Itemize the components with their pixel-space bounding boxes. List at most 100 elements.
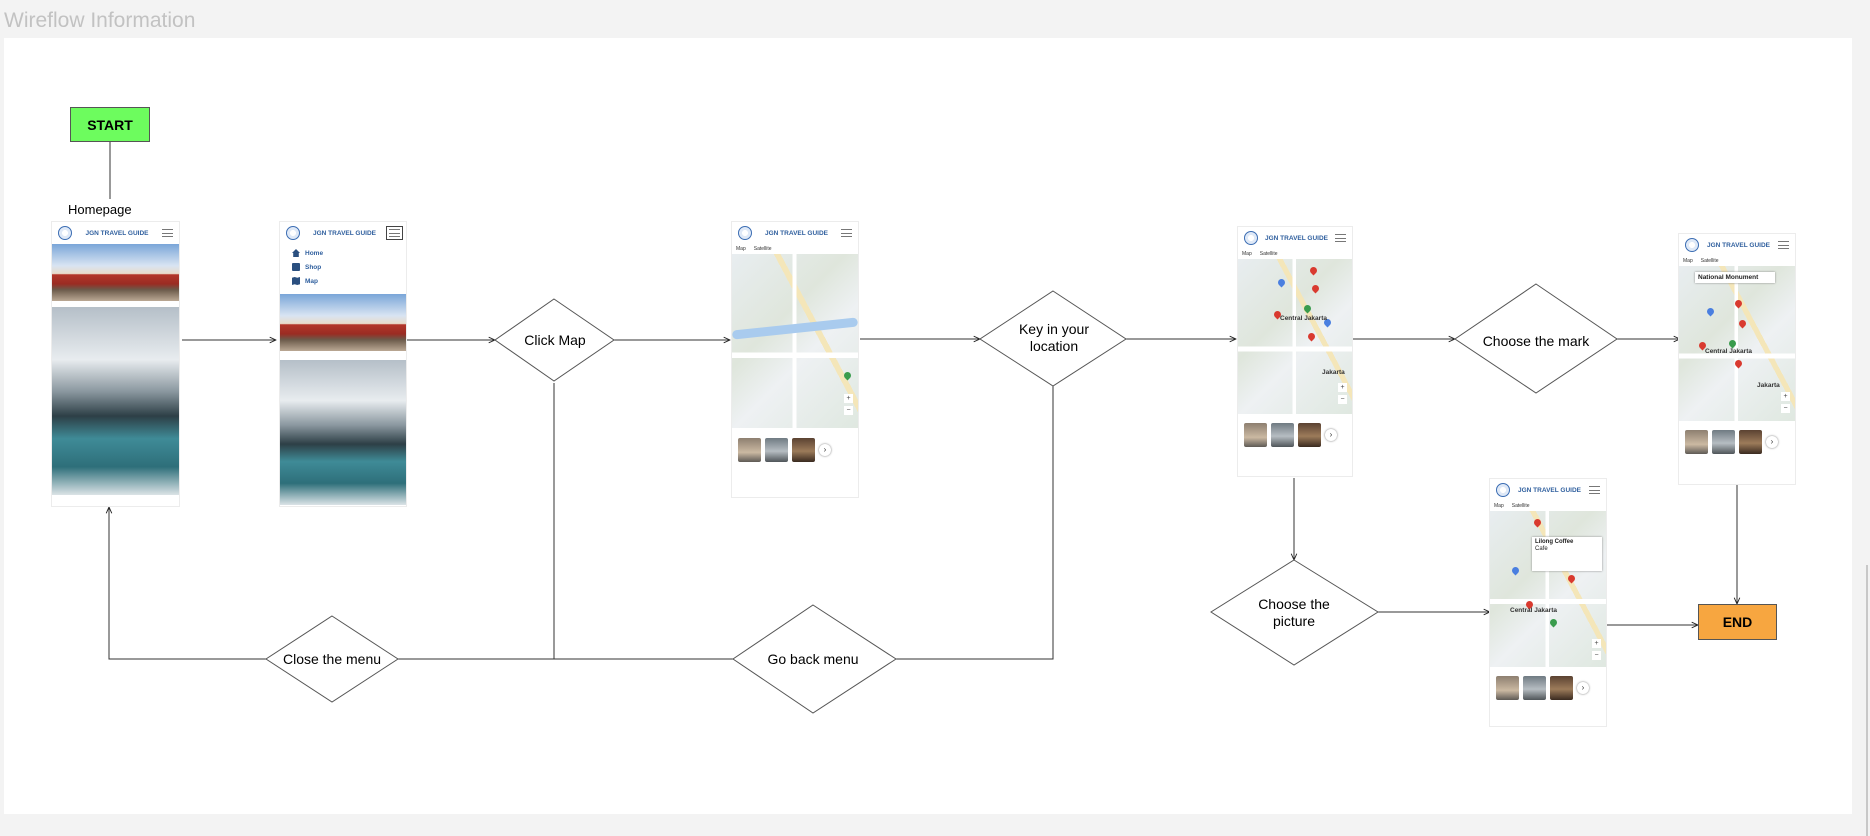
hamburger-menu-icon[interactable] [841,229,852,237]
choose-mark-label: Choose the mark [1482,332,1590,349]
map-pin-icon[interactable] [1532,517,1543,528]
diamond-go-back-menu [732,604,897,714]
card-type: Cafe [1535,546,1548,552]
place-thumbnail[interactable] [1244,423,1267,447]
globe-logo-icon [1685,238,1699,252]
tab-map[interactable]: Map [1494,503,1504,509]
hamburger-menu-icon[interactable] [162,229,173,237]
palace-photo [280,294,406,351]
homepage-label: Homepage [68,202,132,217]
place-thumbnails: › [1238,423,1352,447]
zoom-in-button[interactable]: + [1338,383,1347,392]
map-type-tabs: Map Satellite [732,244,858,254]
shop-icon [292,263,300,271]
map-type-tabs: Map Satellite [1490,501,1606,511]
map-view[interactable]: Map Satellite + − [732,244,858,428]
map-pin-icon[interactable] [1308,265,1319,276]
place-thumbnail[interactable] [765,438,788,462]
zoom-in-button[interactable]: + [1592,639,1601,648]
mountain-lake-photo [280,360,406,505]
map-pin-icon[interactable] [1737,318,1748,329]
globe-logo-icon [1244,231,1258,245]
menu-item-map[interactable]: Map [292,274,406,288]
map-pin-icon[interactable] [1302,303,1313,314]
map-type-tabs: Map Satellite [1679,256,1795,266]
tab-map[interactable]: Map [736,246,746,252]
zoom-out-button[interactable]: − [1592,651,1601,660]
hamburger-menu-icon[interactable] [1589,486,1600,494]
place-thumbnail[interactable] [1496,676,1519,700]
map-pin-icon[interactable] [1306,331,1317,342]
place-thumbnails: › [1679,430,1795,454]
menu-item-label: Home [305,249,324,257]
screen-menu-open: JGN TRAVEL GUIDE Home Shop Map [280,222,406,506]
tab-satellite[interactable]: Satellite [1511,503,1530,509]
map-pin-icon[interactable] [1548,617,1559,628]
map-pin-icon[interactable] [1276,277,1287,288]
place-thumbnail[interactable] [1685,430,1708,454]
hamburger-menu-icon[interactable] [1335,234,1346,242]
globe-logo-icon [1496,483,1510,497]
map-pin-icon[interactable] [1733,358,1744,369]
tab-satellite[interactable]: Satellite [1700,258,1719,264]
map-pin-icon[interactable] [1310,283,1321,294]
nav-menu: Home Shop Map [280,244,406,294]
map-view[interactable]: Map Satellite National Monument Central … [1679,256,1795,421]
map-pin-icon[interactable] [1705,306,1716,317]
menu-item-label: Shop [305,263,322,271]
tab-satellite[interactable]: Satellite [753,246,772,252]
map-pin-icon[interactable] [1733,298,1744,309]
zoom-in-button[interactable]: + [844,394,853,403]
place-thumbnail[interactable] [1271,423,1294,447]
end-node: END [1698,604,1777,640]
place-thumbnail[interactable] [738,438,761,462]
click-map-label: Click Map [524,331,586,348]
screen-mark-selected: JGN TRAVEL GUIDE Map Satellite National … [1679,234,1795,484]
popup-title: National Monument [1698,274,1759,281]
edge-closemenu-homepage [109,507,266,660]
tab-map[interactable]: Map [1242,251,1252,257]
place-thumbnail[interactable] [1523,676,1546,700]
area-label: Central Jakarta [1705,348,1752,355]
globe-logo-icon [738,226,752,240]
zoom-out-button[interactable]: − [1338,395,1347,404]
map-pin-icon[interactable] [1727,338,1738,349]
menu-item-label: Map [305,277,318,285]
map-view[interactable]: Map Satellite Lilong Coffee Cafe Central… [1490,501,1606,667]
zoom-out-button[interactable]: − [1781,404,1790,413]
brand-title: JGN TRAVEL GUIDE [313,229,376,237]
screen-map: JGN TRAVEL GUIDE Map Satellite + − › [732,222,858,497]
map-icon [292,277,300,285]
place-thumbnail[interactable] [1712,430,1735,454]
menu-item-shop[interactable]: Shop [292,260,406,274]
zoom-out-button[interactable]: − [844,406,853,415]
tab-map[interactable]: Map [1683,258,1693,264]
palace-photo [52,244,179,301]
pegman-icon[interactable] [842,370,853,381]
app-header: JGN TRAVEL GUIDE [1238,227,1352,249]
map-pin-icon[interactable] [1510,565,1521,576]
chevron-right-icon[interactable]: › [1577,682,1589,694]
place-info-popup[interactable]: National Monument [1695,272,1775,283]
chevron-right-icon[interactable]: › [819,444,831,456]
zoom-in-button[interactable]: + [1781,392,1790,401]
tab-satellite[interactable]: Satellite [1259,251,1278,257]
place-info-card[interactable]: Lilong Coffee Cafe [1532,537,1602,571]
hamburger-menu-icon[interactable] [1778,241,1789,249]
place-thumbnail[interactable] [1739,430,1762,454]
screen-picture-selected: JGN TRAVEL GUIDE Map Satellite Lilong Co… [1490,479,1606,726]
city-label: Jakarta [1757,382,1780,389]
place-thumbnail[interactable] [1550,676,1573,700]
brand-title: JGN TRAVEL GUIDE [1518,486,1581,494]
hamburger-menu-icon[interactable] [386,226,403,240]
place-thumbnail[interactable] [1298,423,1321,447]
chevron-right-icon[interactable]: › [1766,436,1778,448]
map-view[interactable]: Map Satellite Central Jakarta Jakarta + … [1238,249,1352,414]
place-thumbnail[interactable] [792,438,815,462]
place-thumbnails: › [1490,676,1606,700]
map-pin-icon[interactable] [1566,573,1577,584]
chevron-right-icon[interactable]: › [1325,429,1337,441]
scrollbar[interactable] [1866,565,1868,836]
menu-item-home[interactable]: Home [292,246,406,260]
